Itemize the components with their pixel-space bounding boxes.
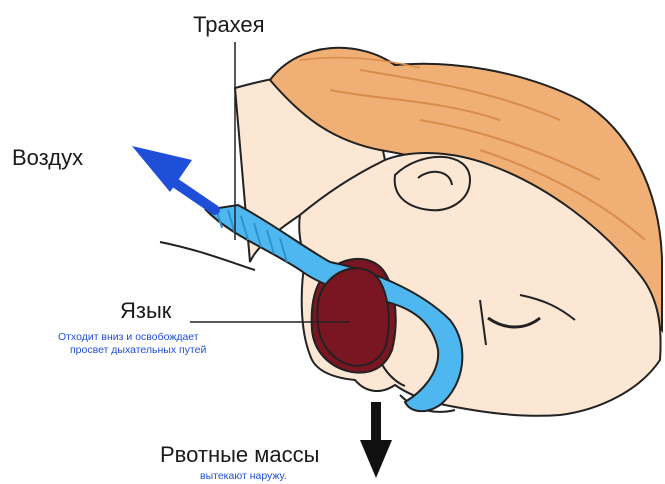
vomit-note: вытекают наружу.: [200, 470, 287, 482]
arrow-up-left-icon: [132, 146, 215, 210]
tongue-label: Язык: [120, 298, 171, 324]
tongue-note-line1: Отходит вниз и освобождает: [58, 331, 199, 344]
tongue-note-line2: просвет дыхательных путей: [70, 344, 206, 357]
vomit-label: Рвотные массы: [160, 442, 319, 468]
ground-line: [160, 242, 255, 270]
arrow-down-icon: [360, 402, 392, 478]
tongue: [317, 268, 388, 366]
air-label: Воздух: [12, 145, 83, 171]
trachea-label: Трахея: [193, 12, 265, 38]
